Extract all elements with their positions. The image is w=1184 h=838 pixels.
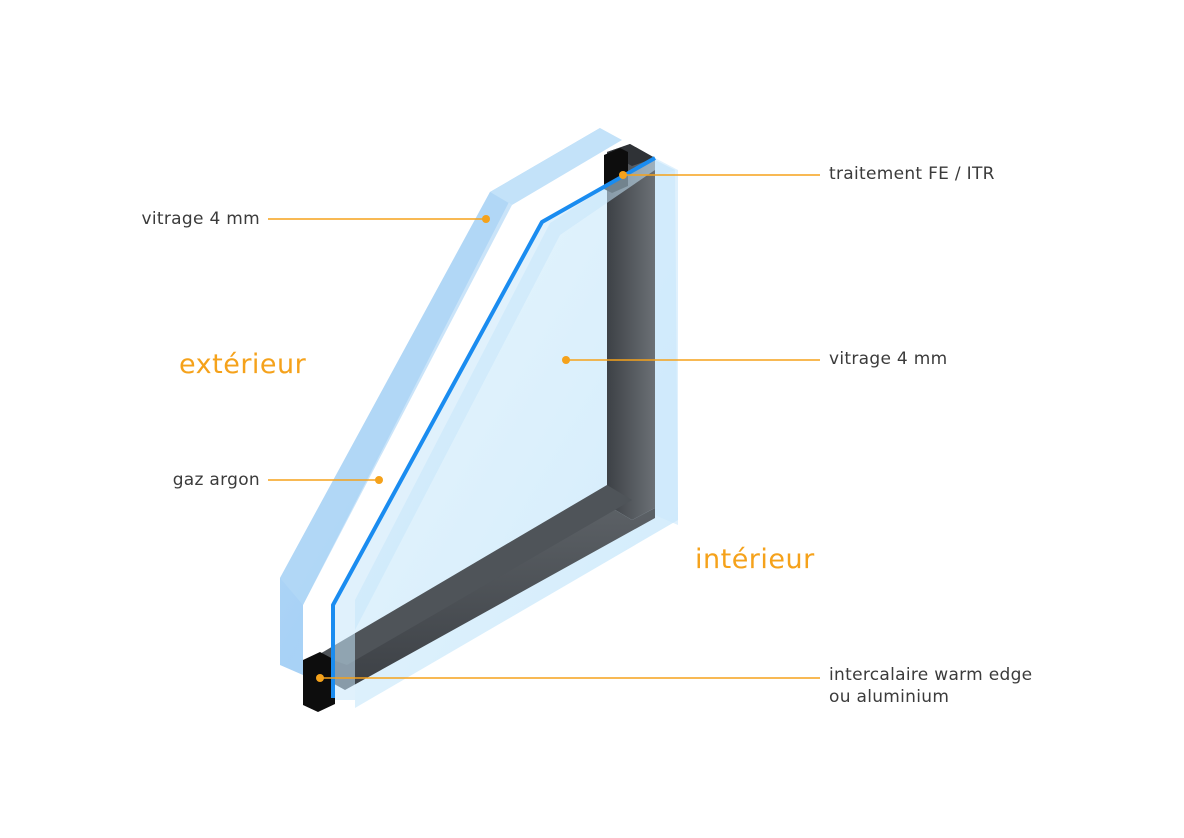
pointer-dot-inner-glass bbox=[562, 356, 570, 364]
label-spacer-line1: intercalaire warm edge bbox=[829, 665, 1033, 685]
label-inner-glass: vitrage 4 mm bbox=[829, 349, 948, 369]
label-coating: traitement FE / ITR bbox=[829, 164, 995, 184]
leader-lines bbox=[268, 174, 820, 679]
pointer-dot-coating bbox=[619, 171, 627, 179]
side-exterior: extérieur bbox=[179, 349, 307, 380]
label-spacer-line2: ou aluminium bbox=[829, 687, 950, 707]
coating-line bbox=[331, 156, 656, 698]
inner-glass-front bbox=[335, 158, 678, 700]
pointer-dot-gas bbox=[375, 476, 383, 484]
outer-glass-pane bbox=[280, 128, 622, 675]
label-spacer: intercalaire warm edge ou aluminium bbox=[829, 664, 1032, 708]
pointer-dot-outer-glass bbox=[482, 215, 490, 223]
pointer-dot-spacer bbox=[316, 674, 324, 682]
label-gas: gaz argon bbox=[172, 470, 260, 490]
side-interior: intérieur bbox=[695, 544, 815, 575]
label-outer-glass: vitrage 4 mm bbox=[141, 209, 260, 229]
spacer-frame bbox=[303, 144, 655, 712]
